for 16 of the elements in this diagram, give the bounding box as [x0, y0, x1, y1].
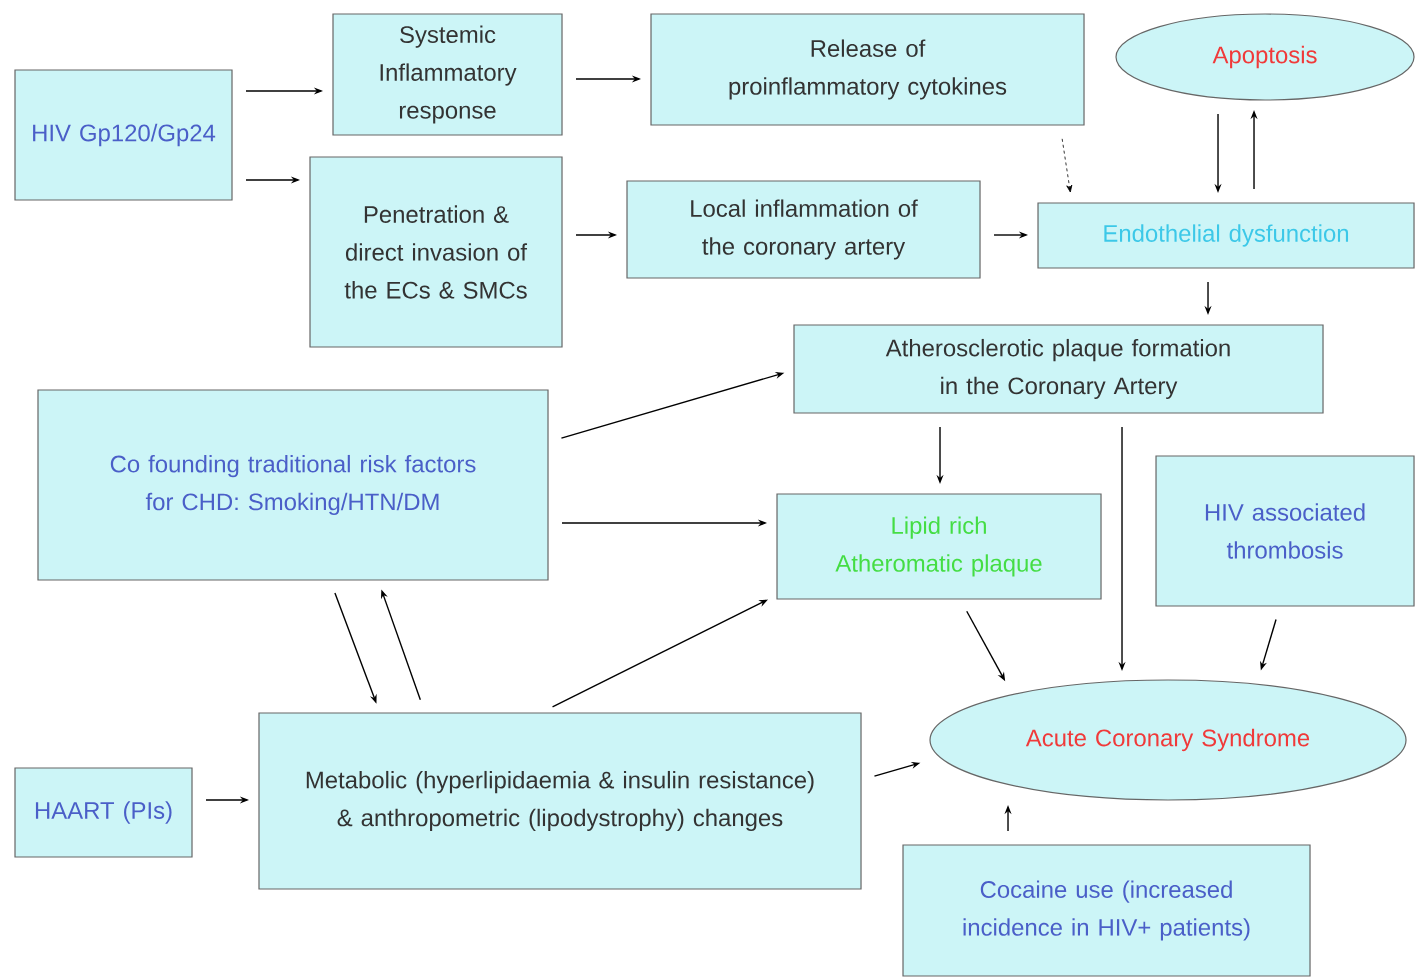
text-box: Local inflammation of the coronary artery: [626, 180, 981, 279]
text-box: HIV associated thrombosis: [1155, 455, 1415, 607]
text-box: Atherosclerotic plaque formation in the Coronary Artery: [793, 324, 1324, 414]
text-box: Metabolic (hyperlipidaemia & insulin resistance) & anthropometric (lipodystrophy) changes: [258, 712, 862, 890]
ellipse-node: Acute Coronary Syndrome: [929, 679, 1407, 801]
text-box: HAART (PIs): [14, 767, 193, 858]
text-box: Cocaine use (increased incidence in HIV+ patients): [902, 844, 1311, 977]
text-box: Endothelial dysfunction: [1037, 202, 1415, 269]
text-box: Lipid rich Atheromatic plaque: [776, 493, 1102, 600]
text-box: Co founding traditional risk factors for CHD: Smoking/HTN/DM: [37, 389, 549, 581]
text-box: HIV Gp120/Gp24: [14, 69, 233, 201]
text-box: Release of proinflammatory cytokines: [650, 13, 1085, 126]
text-box: Penetration & direct invasion of the ECs & SMCs: [309, 156, 563, 348]
text-box: Systemic Inflammatory response: [332, 13, 563, 136]
arrow: [1061, 138, 1073, 193]
ellipse-node: Apoptosis: [1115, 13, 1415, 101]
